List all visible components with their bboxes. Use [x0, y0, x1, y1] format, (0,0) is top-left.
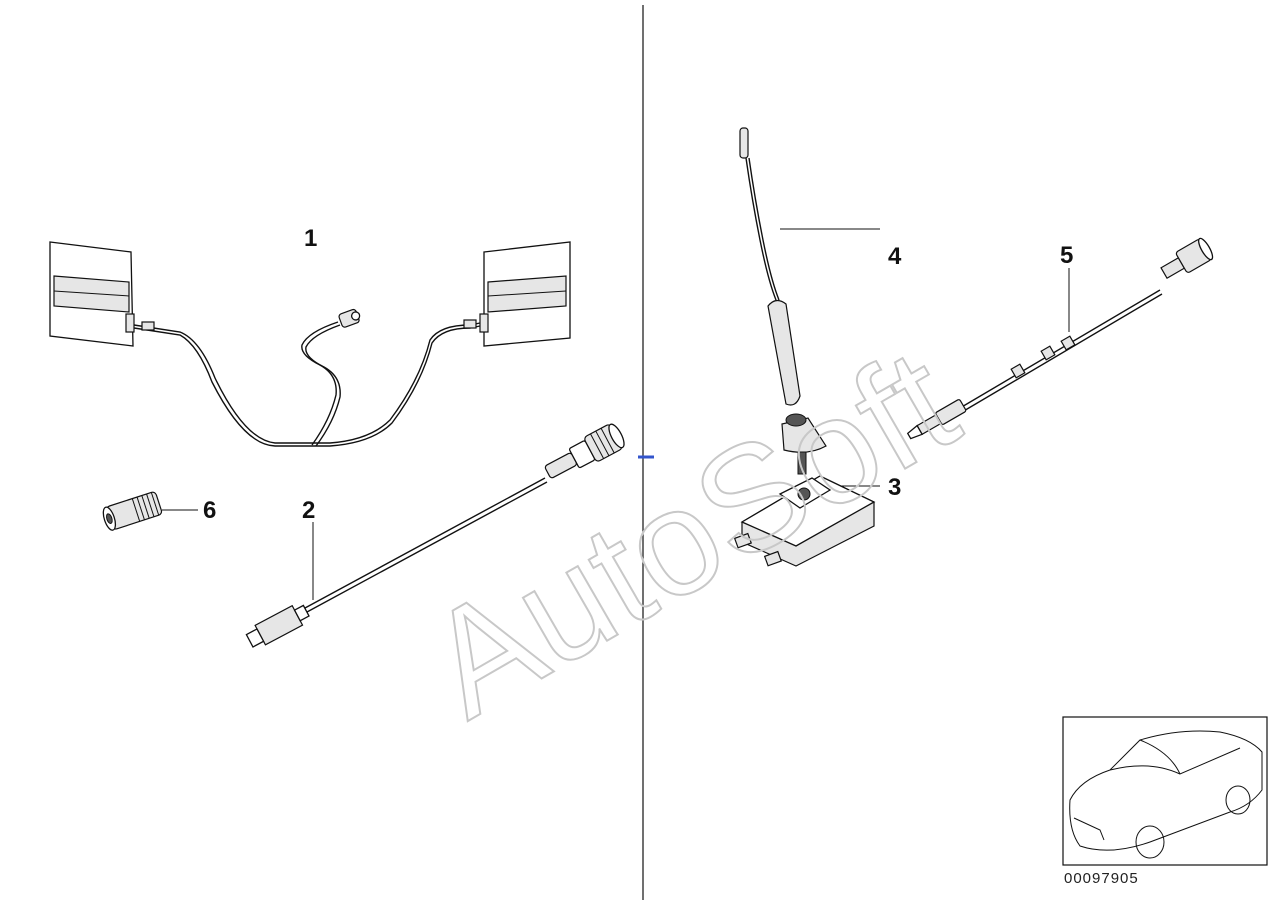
part-3-antenna-base	[733, 475, 876, 567]
watermark: AutoSoft	[400, 316, 982, 749]
vehicle-thumbnail	[1062, 716, 1268, 866]
part-5-extension-cable	[906, 237, 1214, 440]
callout-1: 1	[304, 225, 317, 252]
part-6-connector	[102, 491, 163, 531]
callout-3: 3	[888, 474, 901, 501]
callout-2: 2	[302, 497, 315, 524]
part-4-rod-antenna	[739, 127, 827, 475]
callout-6: 6	[203, 497, 216, 524]
callout-4: 4	[888, 243, 902, 270]
callout-5: 5	[1060, 242, 1073, 269]
reference-number: 00097905	[1064, 870, 1139, 887]
part-2-antenna-cable	[245, 423, 625, 648]
part-1-antenna-panels	[49, 241, 571, 447]
